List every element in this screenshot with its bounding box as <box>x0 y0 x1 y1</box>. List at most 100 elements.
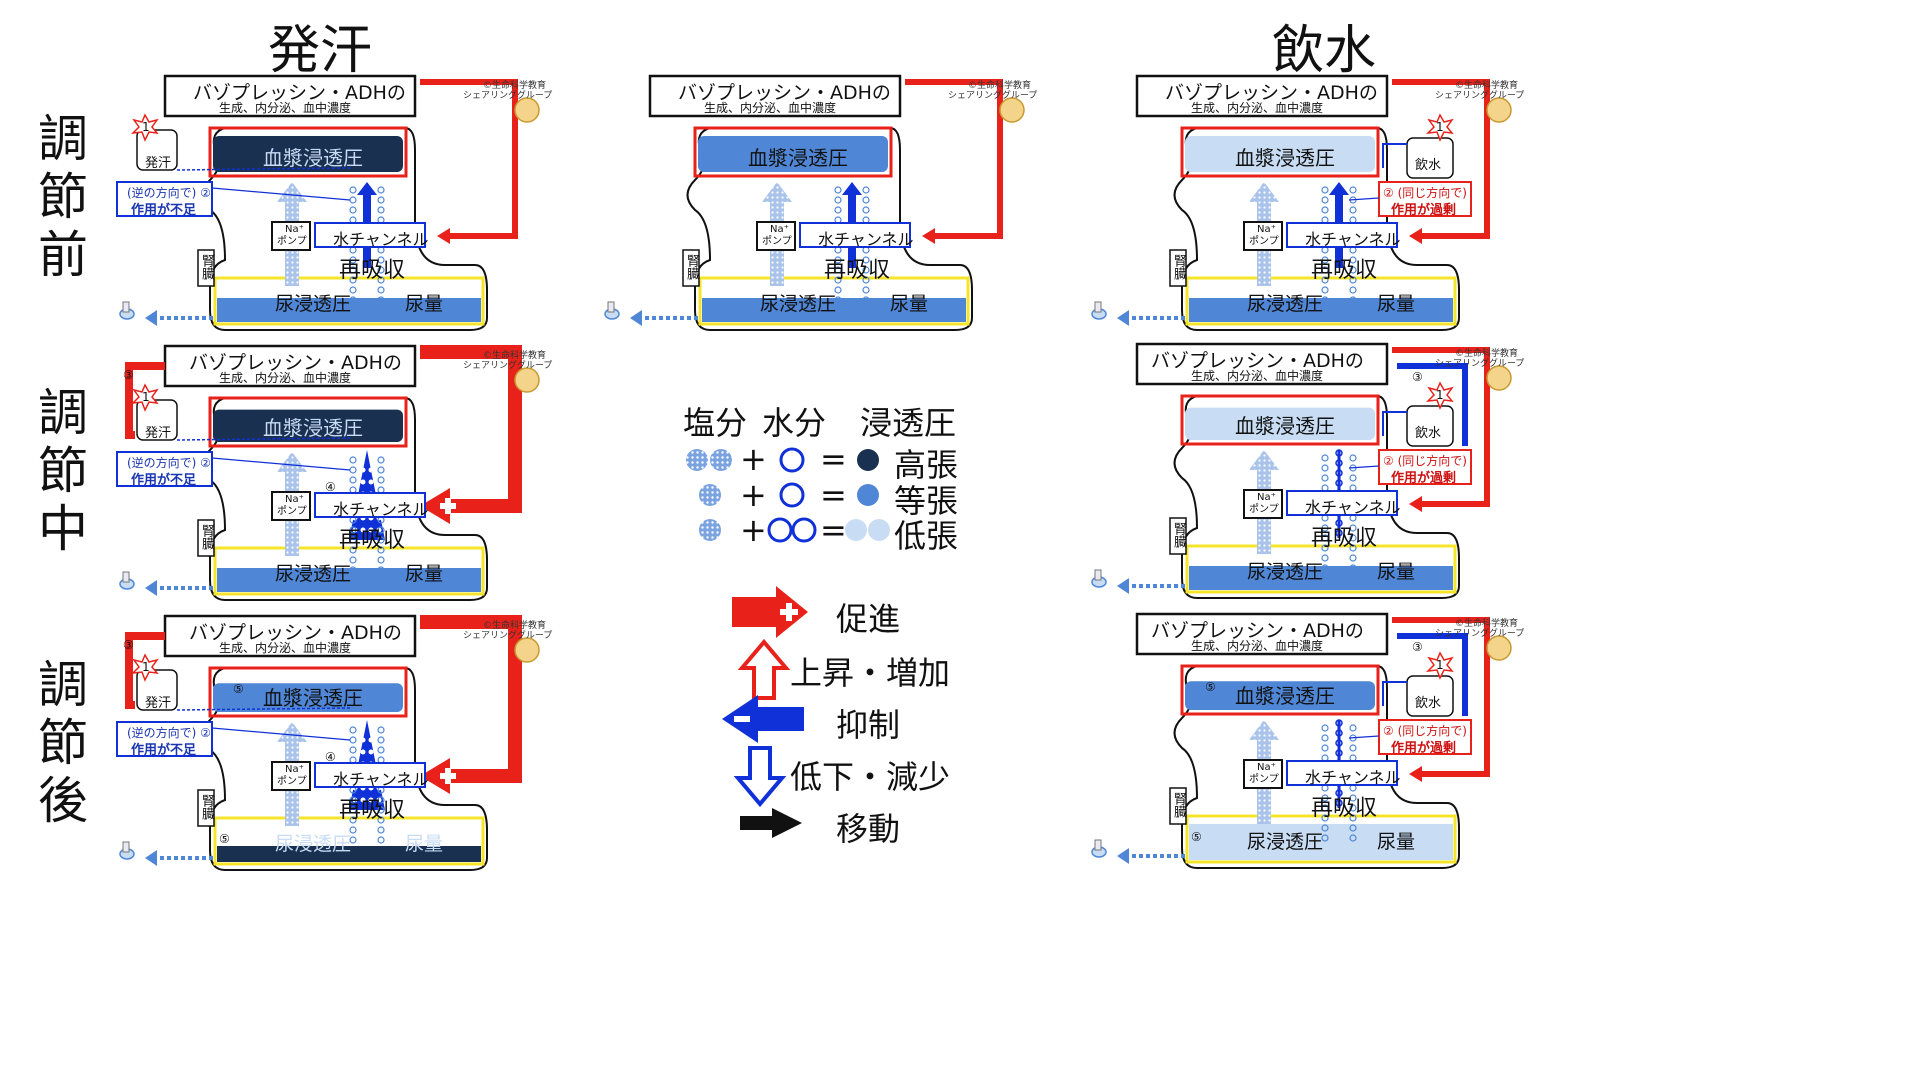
pump-label: ポンプ <box>277 506 307 517</box>
adh-subtitle: 生成、内分泌、血中濃度 <box>1191 369 1324 383</box>
legend-increase-label: 上昇・増加 <box>790 654 951 692</box>
adh-subtitle: 生成、内分泌、血中濃度 <box>219 371 352 385</box>
urine-osmotic-label: 尿浸透圧 <box>1247 293 1324 315</box>
adh-title: バゾプレッシン・ADHの <box>189 622 402 644</box>
drink-flow <box>1382 143 1407 168</box>
row-title-during: 調 節 中 <box>38 384 88 558</box>
kidney-label: 腎臓 <box>199 794 214 820</box>
opp-box <box>116 721 213 757</box>
plasma-fill <box>698 136 888 172</box>
kidney-label: 腎臓 <box>684 254 699 280</box>
promote-arrow-icon <box>1409 496 1422 512</box>
salt-flow-arrowhead <box>1249 720 1279 740</box>
plasma-osmotic-label: 血漿浸透圧 <box>1235 684 1335 708</box>
gland-icon <box>514 637 540 663</box>
reabsorb-label: 再吸収 <box>339 528 406 553</box>
salt-dot <box>710 449 732 471</box>
excess-label: 作用が過剰 <box>1391 471 1457 486</box>
panel-graphic <box>1091 612 1512 869</box>
urine-osmotic-label: 尿浸透圧 <box>1247 561 1324 583</box>
legend-plus: + <box>740 511 767 549</box>
pump-label: Na⁺ <box>770 224 789 235</box>
pump-box <box>1243 489 1283 519</box>
adh-feedback-line <box>420 79 518 239</box>
channel-box <box>1286 222 1398 248</box>
drink-box <box>1406 405 1454 447</box>
opp-dir-label: (逆の方向で) ② <box>127 456 211 470</box>
salt-flow-arrowhead <box>277 182 307 202</box>
copyright: シェアリンググループ <box>948 91 1038 101</box>
legend-plus: + <box>740 440 767 478</box>
legend-arrows: 促進 上昇・増加 抑制 低下・減少 移動 <box>720 580 1020 860</box>
salt-dot <box>686 449 708 471</box>
legend-osmosis-graphic <box>686 447 890 543</box>
water-circle <box>767 517 793 543</box>
step-5: ⑤ <box>1191 830 1202 844</box>
water-channel-label: 水チャンネル <box>1305 768 1401 787</box>
legend-result-hypertonic: 高張 <box>894 446 959 484</box>
salt-dot <box>699 484 721 506</box>
legend-header-salt: 塩分 <box>683 404 748 442</box>
drink-label: 飲水 <box>1415 158 1442 173</box>
pump-label: Na⁺ <box>1257 492 1276 503</box>
adh-box <box>163 344 417 388</box>
opp-dir-label: (逆の方向で) ② <box>127 186 211 200</box>
plasma-frame <box>208 126 408 178</box>
plasma-frame <box>1180 394 1380 446</box>
insufficient-label: 作用が不足 <box>131 743 197 758</box>
drink-flow <box>1382 681 1407 706</box>
legend-equals: = <box>820 476 847 514</box>
urine-frame <box>698 276 970 326</box>
urine-fill <box>217 298 481 322</box>
star-icon <box>130 653 159 682</box>
hypotonic-dot <box>845 519 867 541</box>
adh-feedback-line <box>905 79 1003 239</box>
channel-box <box>314 762 426 788</box>
legend-inhibit-label: 抑制 <box>836 706 901 744</box>
copyright: シェアリンググループ <box>463 631 553 641</box>
adh-title: バゾプレッシン・ADHの <box>1151 620 1364 642</box>
step-5: ⑤ <box>1205 680 1216 694</box>
isotonic-dot <box>857 484 879 506</box>
copyright: シェアリンググループ <box>463 91 553 101</box>
pump-label: ポンプ <box>1249 236 1279 247</box>
pump-label: Na⁺ <box>285 764 304 775</box>
insufficient-label: 作用が不足 <box>131 473 197 488</box>
gland-icon <box>1486 365 1512 391</box>
urine-volume-label: 尿量 <box>1377 293 1416 315</box>
hypertonic-dot <box>857 449 879 471</box>
row-title-after: 調 節 後 <box>38 656 88 830</box>
opp-box <box>116 181 213 217</box>
sweat-box <box>136 669 178 711</box>
pump-label: ポンプ <box>277 236 307 247</box>
plasma-frame <box>1180 126 1380 178</box>
adh-box <box>1135 612 1389 656</box>
adh-box <box>163 74 417 118</box>
legend-equals: = <box>820 440 847 478</box>
step-1: 1 <box>142 120 150 134</box>
step-1: 1 <box>1436 388 1444 402</box>
inhibit-line <box>1397 363 1468 446</box>
copyright: ©生命科学教育 <box>1455 349 1519 359</box>
plasma-osmotic-label: 血漿浸透圧 <box>1235 146 1335 170</box>
step-4: ④ <box>325 480 336 494</box>
adh-box <box>648 74 902 118</box>
plasma-osmotic-label: 血漿浸透圧 <box>263 686 363 710</box>
plasma-frame <box>208 666 408 718</box>
adh-subtitle: 生成、内分泌、血中濃度 <box>1191 101 1324 115</box>
excess-label: 作用が過剰 <box>1391 203 1457 218</box>
pump-box <box>271 761 311 791</box>
copyright: ©生命科学教育 <box>483 351 547 361</box>
urine-osmotic-label: 尿浸透圧 <box>275 833 352 855</box>
legend-header-osmosis: 浸透圧 <box>860 404 957 442</box>
star-icon <box>130 383 159 412</box>
legend-arrows-graphic <box>722 586 808 838</box>
copyright: ©生命科学教育 <box>1455 81 1519 91</box>
promote-arrow-icon <box>420 758 450 794</box>
reabsorb-label: 再吸収 <box>339 258 406 283</box>
urine-osmotic-label: 尿浸透圧 <box>760 293 837 315</box>
panel-sweat-before: バゾプレッシン・ADHの生成、内分泌、血中濃度©生命科学教育シェアリンググループ… <box>115 70 645 380</box>
panel-graphic <box>1091 342 1512 599</box>
legend-promote-label: 促進 <box>836 600 901 638</box>
adh-to-sweat-line <box>125 632 165 709</box>
